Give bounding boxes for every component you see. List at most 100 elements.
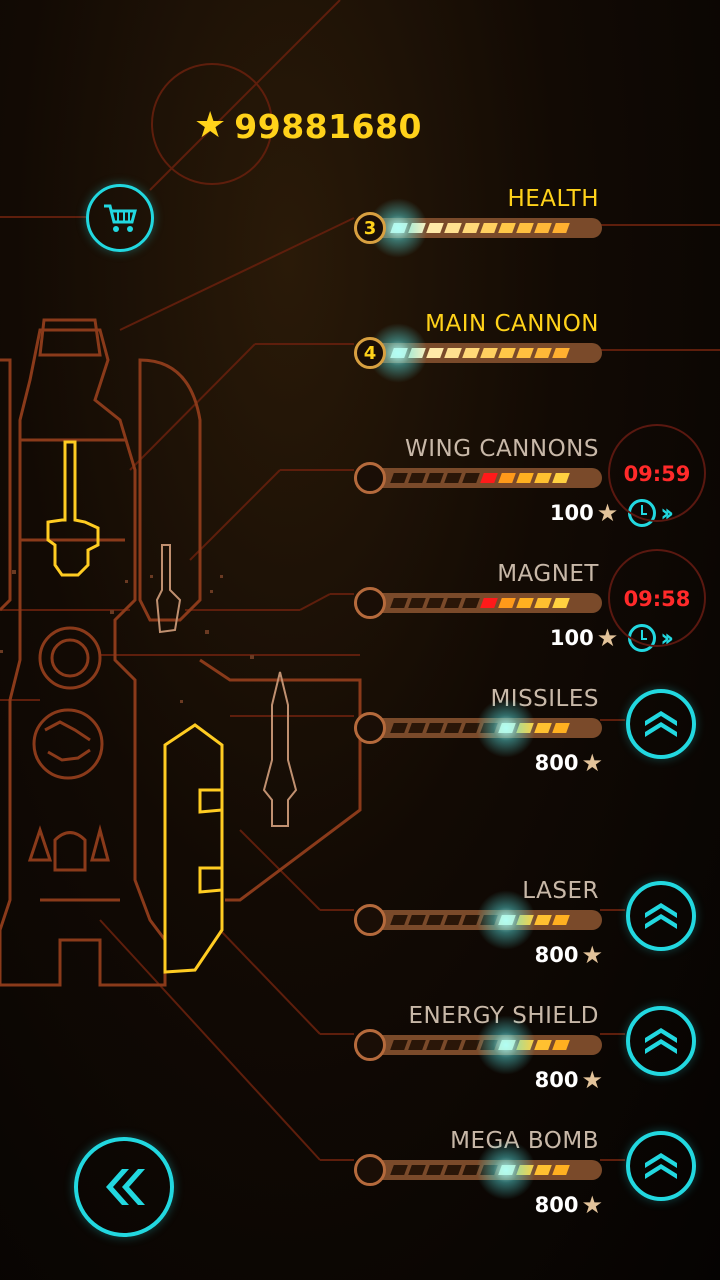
upgrade-level-badge <box>354 462 386 494</box>
upgrade-segments <box>390 598 572 608</box>
progress-segment <box>498 348 516 358</box>
progress-segment <box>444 223 462 233</box>
progress-segment <box>408 473 426 483</box>
upgrade-level-badge <box>354 1154 386 1186</box>
progress-segment <box>408 723 426 733</box>
progress-segment <box>426 598 444 608</box>
star-icon: ★ <box>194 105 227 146</box>
progress-segment <box>516 223 534 233</box>
progress-segment <box>408 915 426 925</box>
progress-segment <box>444 1165 462 1175</box>
currency-amount: 99881680 <box>234 106 422 146</box>
progress-segment <box>534 473 552 483</box>
cost-value: 800 <box>534 1193 579 1217</box>
progress-segment <box>408 1040 426 1050</box>
progress-segment <box>426 1165 444 1175</box>
star-icon: ★ <box>581 1191 603 1219</box>
upgrade-segments <box>390 473 572 483</box>
upgrade-level-badge <box>354 587 386 619</box>
progress-segment <box>426 473 444 483</box>
progress-glow <box>476 890 536 950</box>
progress-segment <box>516 348 534 358</box>
progress-segment <box>552 348 570 358</box>
star-icon: ★ <box>596 624 619 652</box>
double-chevron-left-icon <box>106 1169 145 1205</box>
upgrade-cost: 800★ <box>535 1065 603 1095</box>
back-button[interactable] <box>74 1137 174 1237</box>
progress-segment <box>552 598 570 608</box>
upgrade-name: MAIN CANNON <box>425 311 599 337</box>
progress-segment <box>444 348 462 358</box>
timer-ring <box>608 424 706 522</box>
progress-segment <box>426 223 444 233</box>
shop-button[interactable] <box>86 184 154 252</box>
star-icon: ★ <box>596 499 619 527</box>
progress-segment <box>552 1165 570 1175</box>
progress-segment <box>390 723 408 733</box>
progress-segment <box>534 598 552 608</box>
upgrade-level-badge <box>354 712 386 744</box>
progress-segment <box>534 915 552 925</box>
double-chevron-up-icon <box>645 903 677 929</box>
upgrade-level-badge <box>354 1029 386 1061</box>
upgrade-button[interactable] <box>626 881 696 951</box>
progress-segment <box>444 1040 462 1050</box>
progress-segment <box>444 915 462 925</box>
progress-segment <box>552 473 570 483</box>
currency-display: ★ 99881680 <box>194 104 422 148</box>
cost-value: 800 <box>534 943 579 967</box>
double-chevron-up-icon <box>645 711 677 737</box>
progress-segment <box>534 1040 552 1050</box>
upgrade-button[interactable] <box>626 1131 696 1201</box>
timer-ring <box>608 549 706 647</box>
progress-glow <box>476 1140 536 1200</box>
cost-value: 800 <box>534 751 579 775</box>
upgrade-level-badge: 3 <box>354 212 386 244</box>
progress-segment <box>498 223 516 233</box>
progress-segment <box>462 223 480 233</box>
progress-segment <box>480 223 498 233</box>
star-icon: ★ <box>581 1066 603 1094</box>
cost-value: 100 <box>549 626 594 650</box>
progress-segment <box>390 473 408 483</box>
progress-segment <box>462 473 480 483</box>
progress-segment <box>534 723 552 733</box>
progress-segment <box>408 1165 426 1175</box>
progress-segment <box>534 348 552 358</box>
upgrade-level-badge: 4 <box>354 337 386 369</box>
progress-segment <box>390 915 408 925</box>
progress-segment <box>426 1040 444 1050</box>
upgrade-cost: 800★ <box>535 748 603 778</box>
progress-segment <box>390 598 408 608</box>
progress-glow <box>476 698 536 758</box>
progress-segment <box>426 723 444 733</box>
progress-segment <box>516 473 534 483</box>
upgrade-button[interactable] <box>626 689 696 759</box>
cost-value: 800 <box>534 1068 579 1092</box>
double-chevron-up-icon <box>645 1153 677 1179</box>
upgrade-name: LASER <box>522 878 599 904</box>
progress-segment <box>534 223 552 233</box>
upgrade-button[interactable] <box>626 1006 696 1076</box>
progress-segment <box>390 1165 408 1175</box>
progress-segment <box>480 598 498 608</box>
cost-value: 100 <box>549 501 594 525</box>
upgrade-cost: 800★ <box>535 1190 603 1220</box>
progress-segment <box>534 1165 552 1175</box>
cart-icon <box>104 204 137 232</box>
progress-segment <box>426 348 444 358</box>
progress-segment <box>462 598 480 608</box>
upgrade-timer: 09:58 <box>623 587 691 611</box>
upgrade-row[interactable]: MAIN CANNON 4 <box>0 309 720 409</box>
double-chevron-up-icon <box>645 1028 677 1054</box>
progress-segment <box>408 598 426 608</box>
progress-segment <box>552 1040 570 1050</box>
